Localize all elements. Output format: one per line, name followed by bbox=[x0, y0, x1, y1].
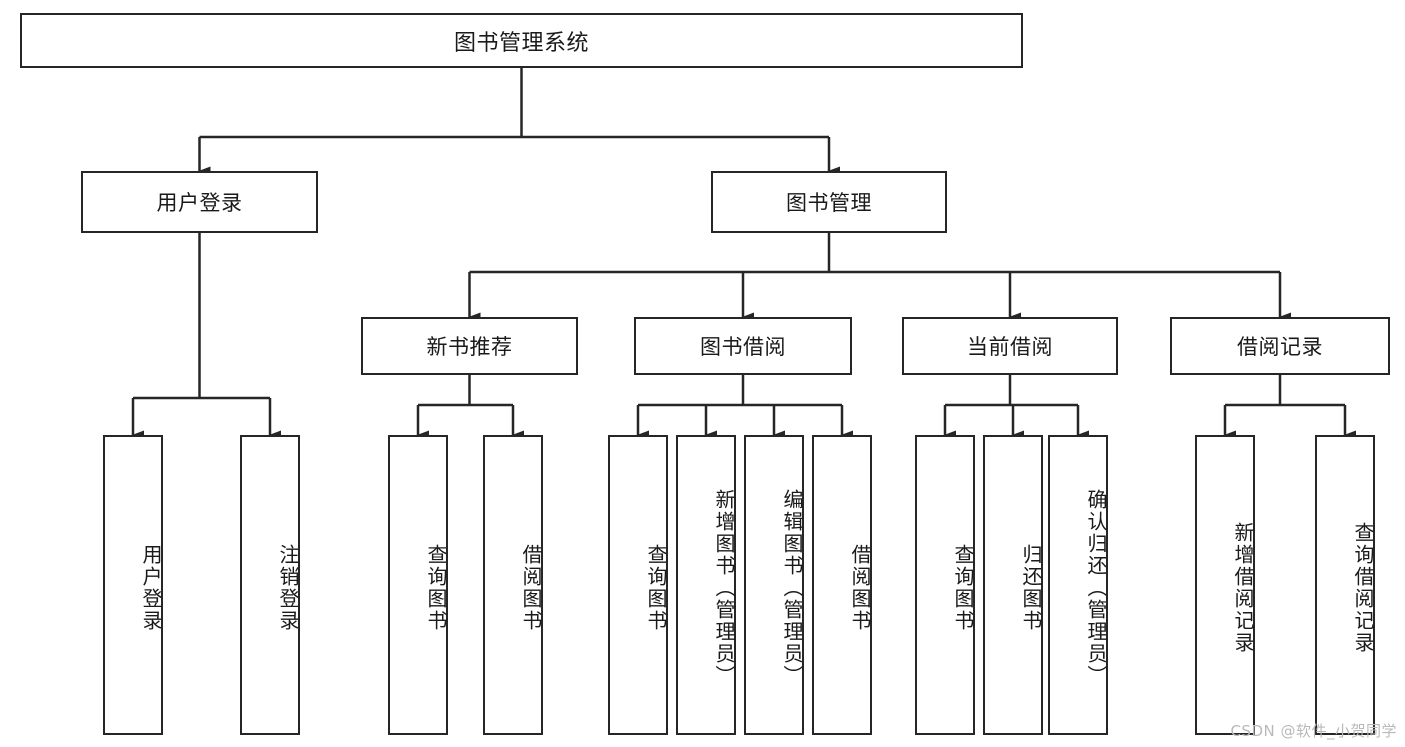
node-b-lend[interactable]: 借阅图书 bbox=[812, 435, 872, 735]
node-r-add[interactable]: 新增借阅记录 bbox=[1195, 435, 1255, 735]
node-r-query[interactable]: 查询借阅记录 bbox=[1315, 435, 1375, 735]
node-label: 新书推荐 bbox=[426, 335, 513, 359]
node-label: 用户登录 bbox=[139, 544, 163, 632]
node-root[interactable]: 图书管理系统 bbox=[20, 13, 1023, 68]
node-b-edit[interactable]: 编辑图书（管理员） bbox=[744, 435, 804, 735]
node-l-logout[interactable]: 注销登录 bbox=[240, 435, 300, 735]
node-label: 借阅图书 bbox=[848, 544, 872, 632]
watermark-label: CSDN @软件_小贺同学 bbox=[1230, 722, 1397, 740]
node-label: 图书借阅 bbox=[700, 335, 786, 359]
node-label: 注销登录 bbox=[276, 544, 300, 632]
node-label: 查询图书 bbox=[951, 544, 975, 632]
node-label: 图书管理 bbox=[786, 191, 872, 215]
node-label: 编辑图书（管理员） bbox=[780, 489, 804, 687]
node-bookmgmt[interactable]: 图书管理 bbox=[711, 171, 947, 233]
node-c-confirm[interactable]: 确认归还（管理员） bbox=[1048, 435, 1108, 735]
node-label: 借阅记录 bbox=[1237, 335, 1323, 359]
node-c-return[interactable]: 归还图书 bbox=[983, 435, 1043, 735]
node-l-login[interactable]: 用户登录 bbox=[103, 435, 163, 735]
node-label: 确认归还（管理员） bbox=[1084, 489, 1108, 687]
node-label: 查询图书 bbox=[424, 544, 448, 632]
node-label: 归还图书 bbox=[1019, 544, 1043, 632]
node-current[interactable]: 当前借阅 bbox=[902, 317, 1118, 375]
node-label: 查询借阅记录 bbox=[1351, 522, 1375, 654]
node-label: 用户登录 bbox=[156, 191, 243, 215]
node-b-add[interactable]: 新增图书（管理员） bbox=[676, 435, 736, 735]
node-n-borrow[interactable]: 借阅图书 bbox=[483, 435, 543, 735]
node-label: 新增借阅记录 bbox=[1231, 522, 1255, 654]
node-borrow[interactable]: 图书借阅 bbox=[634, 317, 852, 375]
node-records[interactable]: 借阅记录 bbox=[1170, 317, 1390, 375]
connector-lines bbox=[131, 68, 1356, 440]
node-login[interactable]: 用户登录 bbox=[81, 171, 318, 233]
node-newbook[interactable]: 新书推荐 bbox=[361, 317, 578, 375]
node-label: 借阅图书 bbox=[519, 544, 543, 632]
node-label: 新增图书（管理员） bbox=[712, 489, 736, 687]
node-label: 当前借阅 bbox=[967, 335, 1053, 359]
node-label: 查询图书 bbox=[644, 544, 668, 632]
node-c-query[interactable]: 查询图书 bbox=[915, 435, 975, 735]
node-n-query[interactable]: 查询图书 bbox=[388, 435, 448, 735]
node-label: 图书管理系统 bbox=[453, 30, 589, 56]
node-b-query[interactable]: 查询图书 bbox=[608, 435, 668, 735]
